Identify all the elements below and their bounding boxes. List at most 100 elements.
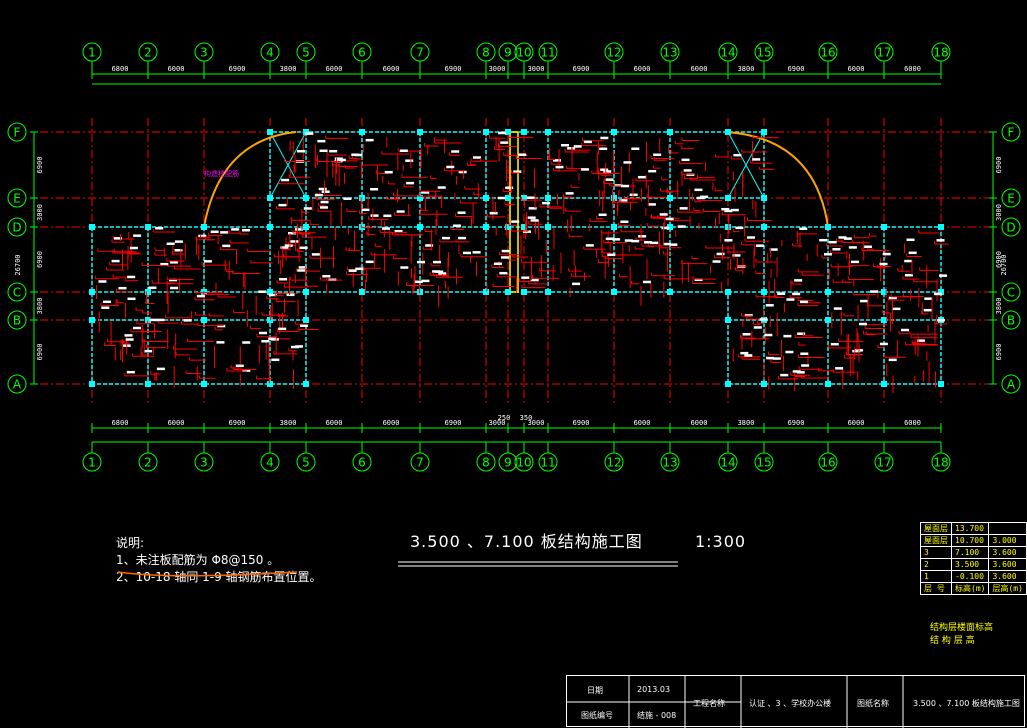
rebar-label-mark [442, 236, 451, 240]
rebar-label-mark [125, 338, 134, 341]
rebar-label-mark [759, 318, 768, 321]
rebar-label-mark [132, 326, 141, 330]
column [483, 289, 489, 295]
dim-label: 3800 [738, 65, 755, 73]
rebar-label-mark [850, 260, 859, 264]
rebar-label-mark [156, 318, 165, 322]
column [881, 289, 887, 295]
rebar-label-mark [792, 292, 801, 296]
rebar-label-mark [629, 193, 638, 197]
grid-bubble: E [1001, 188, 1021, 208]
rebar-label-mark [370, 214, 379, 217]
rebar-label-mark [435, 270, 444, 273]
column [521, 129, 527, 135]
rebar-label-mark [438, 272, 447, 275]
rebar-label-mark [294, 228, 303, 231]
caption-line2: 结 构 层 高 [930, 636, 975, 646]
rebar-label-mark [329, 149, 338, 153]
grid-bubble: 10 [514, 452, 534, 472]
central-column [509, 131, 519, 293]
rebar-label-mark [317, 139, 326, 143]
column [267, 317, 273, 323]
rebar-label-mark [828, 240, 837, 244]
rebar-label-mark [716, 252, 725, 256]
rebar-label-mark [290, 240, 299, 243]
rebar-label-mark [732, 254, 741, 257]
rebar-label-mark [297, 269, 306, 272]
rebar-label-mark [573, 145, 582, 148]
column [145, 381, 151, 387]
grid-bubble: A [1001, 374, 1021, 394]
rebar-label-mark [923, 308, 932, 312]
grid-bubble-label: C [13, 286, 21, 300]
column [938, 289, 944, 295]
column [417, 195, 423, 201]
rebar-label-mark [148, 286, 157, 290]
rebar-label-mark [501, 249, 510, 253]
rebar-label-mark [284, 244, 293, 247]
rebar-label-mark [794, 279, 803, 282]
dim-label: 6900 [36, 344, 44, 361]
grid-bubble: 18 [931, 452, 951, 472]
grid-bubble-circle [7, 310, 27, 330]
dim-label: 6000 [634, 65, 651, 73]
rebar-label-mark [643, 241, 652, 244]
rebar-label-mark [683, 169, 692, 172]
dim-label: 3000 [995, 204, 1003, 221]
grid-bubble: 1 [82, 42, 102, 62]
rebar-label-mark [650, 241, 659, 245]
rebar-label-mark [565, 192, 574, 195]
rebar-label-mark [241, 228, 250, 232]
grid-bubble-label: 17 [876, 456, 891, 470]
column [303, 317, 309, 323]
column [825, 317, 831, 323]
column [825, 224, 831, 230]
rebar-label-mark [901, 328, 910, 332]
grid-bubble: 2 [138, 42, 158, 62]
rebar-label-mark [799, 300, 808, 304]
rebar-label-mark [271, 358, 280, 362]
rebar-label-mark [203, 260, 212, 263]
rebar-label-mark [500, 256, 509, 259]
grid-bubble-label: 9 [504, 46, 512, 60]
rebar-label-mark [497, 196, 506, 200]
grid-bubble: 11 [538, 452, 558, 472]
floor-cell: 2 [920, 558, 952, 571]
column [725, 195, 731, 201]
rebar-label-mark [522, 230, 531, 233]
rebar-label-mark [603, 170, 612, 173]
column [825, 289, 831, 295]
dim-label: 6000 [691, 65, 708, 73]
rebar-label-mark [567, 147, 576, 150]
column [545, 289, 551, 295]
rebar-label-mark [824, 253, 833, 256]
grid-bubble-label: C [1007, 286, 1015, 300]
grid-bubble: 12 [604, 452, 624, 472]
rebar-label-mark [101, 306, 110, 309]
rebar-label-mark [733, 153, 742, 157]
tb-project-value: 认证 、3 、学校办公楼 [749, 699, 832, 708]
dim-label: 6900 [445, 65, 462, 73]
notes-heading: 说明: [116, 536, 145, 550]
grid-bubble-label: 13 [662, 46, 677, 60]
rebar-label-mark [400, 266, 409, 269]
rebar-label-mark [744, 354, 753, 357]
floor-cell: -0.100 [950, 570, 990, 583]
rebar-label-mark [300, 324, 309, 328]
rebar-label-mark [351, 153, 360, 156]
grid-bubble: 13 [660, 42, 680, 62]
grid-bubble: 3 [194, 452, 214, 472]
column [417, 129, 423, 135]
dim-label: 6000 [383, 419, 400, 427]
grid-bubble: 4 [260, 452, 280, 472]
column [201, 224, 207, 230]
rebar-label-mark [679, 207, 688, 210]
rebar-label-mark [279, 277, 288, 281]
column [881, 317, 887, 323]
rebar-label-mark [278, 203, 287, 207]
grid-bubbles: 1122334455667788991010111112121313141415… [7, 42, 1021, 472]
rebar-label-mark [169, 278, 178, 282]
dim-label: 6900 [573, 65, 590, 73]
grid-bubble-label: 10 [516, 456, 531, 470]
